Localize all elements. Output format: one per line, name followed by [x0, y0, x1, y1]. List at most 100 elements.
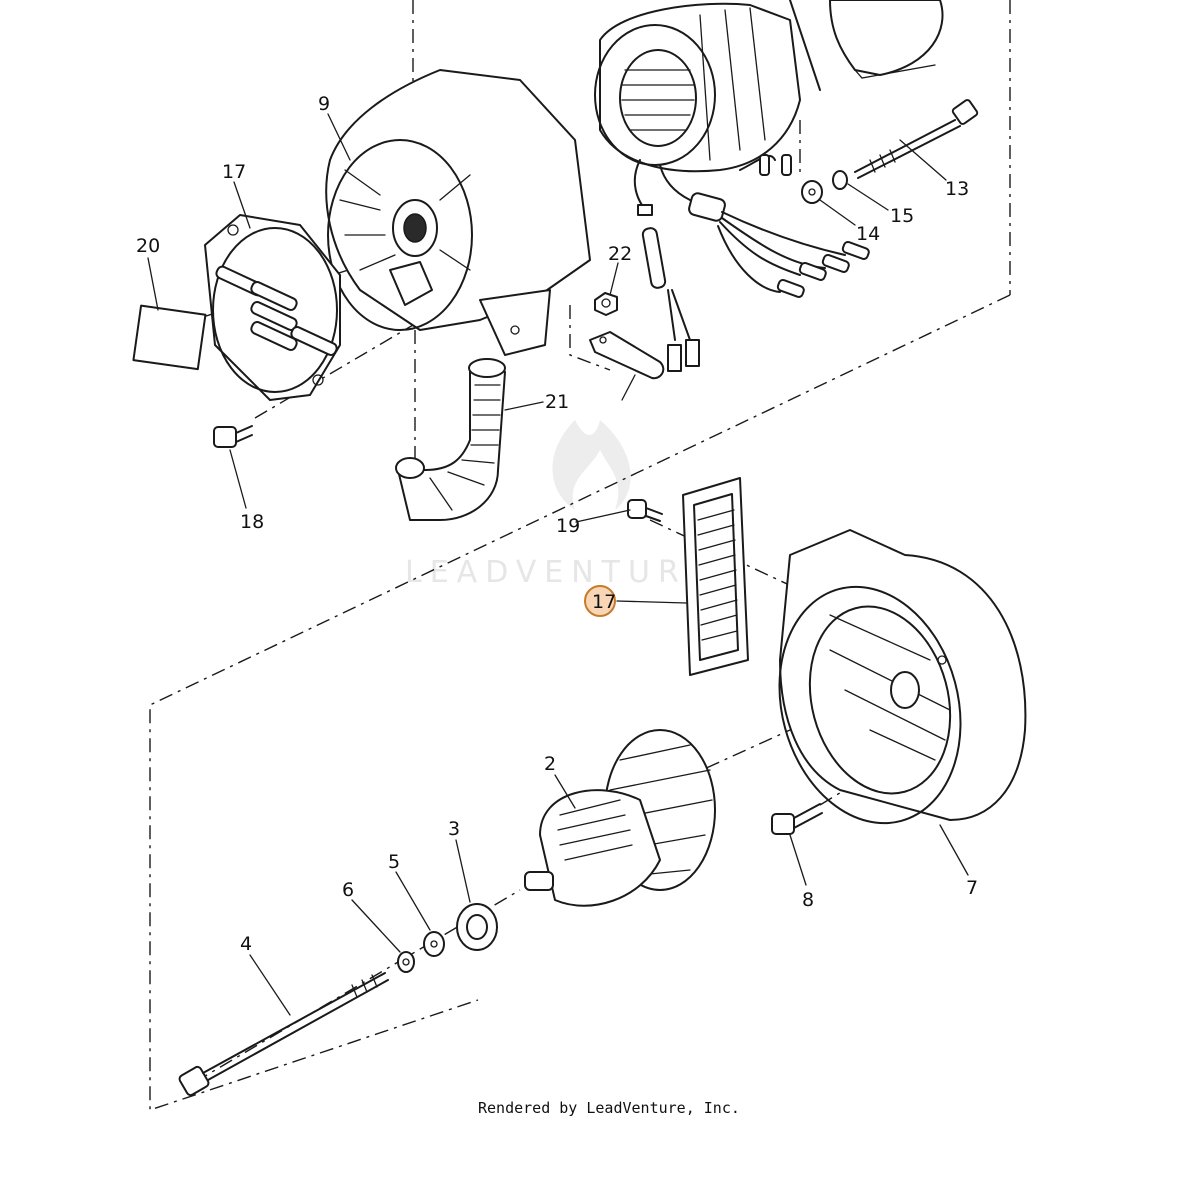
stator-body [599, 2, 801, 173]
nut-hole [601, 298, 611, 308]
connector-pair [641, 227, 700, 372]
callout-6[interactable]: 6 [342, 879, 354, 901]
screw-16-head [213, 426, 237, 448]
screw-16-shank [235, 425, 253, 443]
rotor [524, 729, 716, 907]
leader-15 [233, 181, 251, 229]
rotor-windings [557, 799, 633, 861]
callout-3[interactable]: 3 [448, 818, 460, 840]
washer-5 [423, 931, 445, 957]
harness-wire-2 [659, 164, 691, 201]
stator-shroud-edge [789, 0, 821, 91]
leader-8 [789, 834, 807, 886]
screw-18 [627, 499, 663, 522]
terminal-2 [821, 253, 850, 273]
housing-rim [327, 139, 473, 331]
fan-cover-hole [937, 655, 947, 665]
stator-bore [619, 49, 697, 147]
rotor-fan-blades [609, 744, 713, 876]
callout-8[interactable]: 8 [802, 889, 814, 911]
leader-5 [395, 871, 431, 931]
callout-15[interactable]: 17 [222, 161, 246, 183]
leader-20 [504, 401, 544, 411]
stator-laminations [699, 7, 766, 161]
leader-18 [575, 509, 631, 523]
connector-plug-1 [667, 344, 682, 372]
fan-cover-ribs [829, 614, 951, 761]
callout-18[interactable]: 19 [556, 515, 580, 537]
leader-21 [609, 262, 619, 296]
housing-foot [479, 289, 551, 356]
tube-ribs [429, 384, 501, 511]
leader-19 [147, 257, 159, 311]
rotor-core [539, 789, 661, 907]
spring-washer-14 [832, 170, 848, 190]
screen-inner [693, 493, 739, 661]
bearing-outer [456, 903, 498, 951]
connector-sleeve [641, 227, 667, 289]
callout-20[interactable]: 21 [545, 391, 569, 413]
callout-5[interactable]: 5 [388, 851, 400, 873]
cover-fin-3 [250, 301, 298, 331]
callout-12[interactable]: 13 [945, 178, 969, 200]
callout-17[interactable]: 17 [592, 591, 616, 613]
washer-5-body [423, 931, 445, 957]
corrugated-tube [395, 358, 506, 521]
callout-7[interactable]: 7 [966, 877, 978, 899]
leader-6 [351, 899, 401, 953]
lock-washer-6 [397, 951, 415, 973]
callout-21[interactable]: 22 [608, 243, 632, 265]
washer-13 [801, 180, 823, 204]
tube-end-top [468, 358, 506, 378]
frame-line-bolt4 [194, 889, 521, 1083]
highlight-circle[interactable] [584, 585, 616, 617]
callout-16[interactable]: 18 [240, 511, 264, 533]
harness-sleeve [637, 204, 653, 216]
cover-rim [212, 227, 338, 393]
callout-13[interactable]: 14 [856, 223, 880, 245]
bracket-body [589, 331, 665, 380]
long-bolt-12 [801, 99, 979, 204]
callout-19[interactable]: 20 [136, 235, 160, 257]
terminal-6 [781, 154, 792, 176]
fan-cover [778, 529, 1027, 825]
lock-washer-body [397, 951, 415, 973]
bolt-4-head [178, 1065, 210, 1097]
bolt-12-shank [854, 119, 961, 179]
washer-13-hole [808, 188, 816, 196]
footer-credit: Rendered by LeadVenture, Inc. [478, 1099, 740, 1117]
bolt-4-thread [351, 974, 378, 998]
harness-leads [717, 211, 846, 293]
callout-9[interactable]: 9 [318, 93, 330, 115]
bearing-inner [466, 914, 488, 940]
housing-foot-hole [510, 325, 520, 335]
fan-cover-inner [808, 605, 952, 795]
nut-21 [594, 292, 618, 316]
through-bolt-4 [178, 972, 389, 1097]
leader-3 [455, 839, 471, 903]
leader-17 [616, 600, 687, 604]
fan-cover-hub [890, 671, 920, 709]
fan-cover-rim [778, 585, 962, 825]
callout-2[interactable]: 2 [544, 753, 556, 775]
bolt-8 [771, 803, 823, 835]
housing-terminal-block [389, 261, 433, 306]
leader-7 [939, 824, 969, 876]
callout-4[interactable]: 4 [240, 933, 252, 955]
frame-line-screw18 [649, 519, 801, 591]
cover-fin-5 [290, 326, 338, 356]
tube-body [397, 361, 506, 521]
cover-fin-4 [250, 321, 298, 351]
stator-windings [621, 69, 695, 131]
leader-16 [229, 449, 247, 509]
bolt-8-shank [793, 803, 823, 829]
callout-14[interactable]: 15 [890, 205, 914, 227]
bracket-hole [599, 336, 607, 344]
bracket-22 [589, 331, 665, 380]
connector-plug-2 [685, 339, 700, 367]
terminal-5 [759, 154, 770, 176]
bolt-12-head [951, 99, 979, 125]
air-filter-screen [682, 477, 749, 676]
housing-hub [392, 199, 438, 257]
harness-connector [688, 192, 726, 222]
